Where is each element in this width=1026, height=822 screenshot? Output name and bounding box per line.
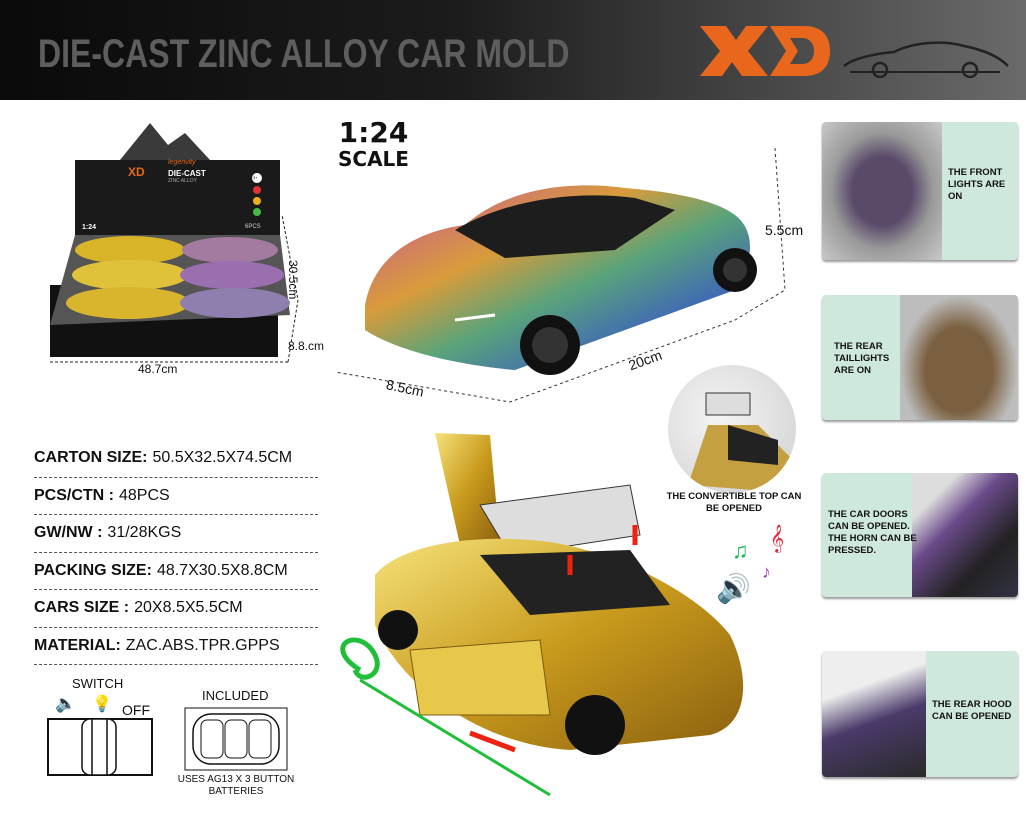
feature-taillights: THE REAR TAILLIGHTS ARE ON	[822, 295, 1018, 420]
box-height-label: 8.8.cm	[288, 339, 325, 353]
spec-label: PCS/CTN :	[34, 486, 114, 504]
display-box-image: XD legenvity DIE-CAST ZINC ALLOY 1:24 6P…	[50, 115, 300, 363]
spec-list: CARTON SIZE:50.5X32.5X74.5CM PCS/CTN : 48…	[34, 440, 318, 665]
spec-value: 48.7X30.5X8.8CM	[156, 561, 288, 579]
feature-text: THE CAR DOORS CAN BE OPENED. THE HORN CA…	[828, 509, 917, 556]
box-depth-label: 30.5cm	[286, 260, 300, 300]
main-car-image	[335, 147, 786, 403]
spec-value: 20X8.5X5.5CM	[134, 599, 243, 617]
feature-text: THE FRONT LIGHTS ARE ON	[948, 167, 1006, 202]
scale-ratio: 1:24	[338, 116, 409, 149]
switch-off-label: OFF	[122, 702, 150, 718]
scale-badge: 1:24 SCALE	[338, 116, 409, 172]
spec-label: CARTON SIZE:	[34, 449, 148, 467]
box-brand: XD	[128, 165, 145, 179]
speaker-icon: 🔈	[55, 694, 77, 713]
spec-row: PCS/CTN : 48PCS	[34, 478, 318, 515]
switch-title: SWITCH	[72, 676, 124, 691]
box-scale: 1:24	[82, 224, 97, 231]
gold-cars	[66, 236, 190, 319]
feature-rear-hood: THE REAR HOOD CAN BE OPENED	[822, 651, 1018, 777]
spec-row: GW/NW :31/28KGS	[34, 515, 318, 553]
treble-clef-icon: 𝄞	[770, 525, 785, 552]
box-age: 3+	[253, 175, 258, 180]
chrome-cars	[180, 237, 290, 318]
battery-holder-icon	[184, 707, 288, 771]
page-title: DIE-CAST ZINC ALLOY CAR MOLD	[38, 32, 570, 76]
header-banner	[0, 0, 1026, 100]
switch-diagram	[47, 718, 153, 776]
feature-front-lights: THE FRONT LIGHTS ARE ON	[822, 122, 1018, 260]
doors-photo	[912, 473, 1018, 597]
scale-word: SCALE	[338, 147, 409, 171]
taillights-photo	[900, 295, 1018, 420]
box-line1: DIE-CAST	[168, 169, 206, 178]
horn-speaker-icon: 🔊	[716, 573, 751, 604]
spec-label: CARS SIZE :	[34, 599, 130, 617]
convertible-top-photo	[668, 365, 796, 493]
spec-label: GW/NW :	[34, 524, 103, 542]
spec-label: MATERIAL:	[34, 636, 121, 654]
spec-row: PACKING SIZE:48.7X30.5X8.8CM	[34, 553, 318, 590]
bulb-icon: 💡	[92, 696, 112, 713]
feature-text: THE REAR TAILLIGHTS ARE ON	[834, 341, 890, 376]
car-height-label: 5.5cm	[765, 222, 804, 238]
spec-value: 50.5X32.5X74.5CM	[152, 449, 293, 467]
spec-value: 48PCS	[119, 486, 170, 504]
spec-label: PACKING SIZE:	[34, 561, 152, 579]
spec-value: ZAC.ABS.TPR.GPPS	[125, 636, 280, 654]
spec-row: CARTON SIZE:50.5X32.5X74.5CM	[34, 440, 318, 478]
box-count: 6PCS	[245, 224, 261, 230]
music-note-icon: ♪	[762, 562, 771, 582]
front-lights-photo	[822, 122, 942, 260]
rear-hood-photo	[822, 651, 926, 777]
convertible-text: THE CONVERTIBLE TOP CAN BE OPENED	[666, 491, 802, 514]
gold-car-image	[340, 433, 744, 797]
feature-doors-horn: THE CAR DOORS CAN BE OPENED. THE HORN CA…	[822, 473, 1018, 597]
box-tagline: legenvity	[168, 159, 196, 166]
box-line2: ZINC ALLOY	[168, 178, 197, 184]
box-width-label: 48.7cm	[138, 362, 178, 376]
spec-row: MATERIAL: ZAC.ABS.TPR.GPPS	[34, 628, 318, 665]
battery-title: INCLUDED	[202, 688, 269, 703]
xd-logo	[700, 26, 830, 76]
music-note-icon: ♫	[732, 538, 749, 563]
spec-value: 31/28KGS	[107, 524, 182, 542]
feature-text: THE REAR HOOD CAN BE OPENED	[932, 699, 1012, 722]
car-outline-icon	[843, 41, 1009, 78]
battery-note: USES AG13 X 3 BUTTON BATTERIES	[177, 774, 295, 797]
spec-row: CARS SIZE :20X8.5X5.5CM	[34, 590, 318, 628]
